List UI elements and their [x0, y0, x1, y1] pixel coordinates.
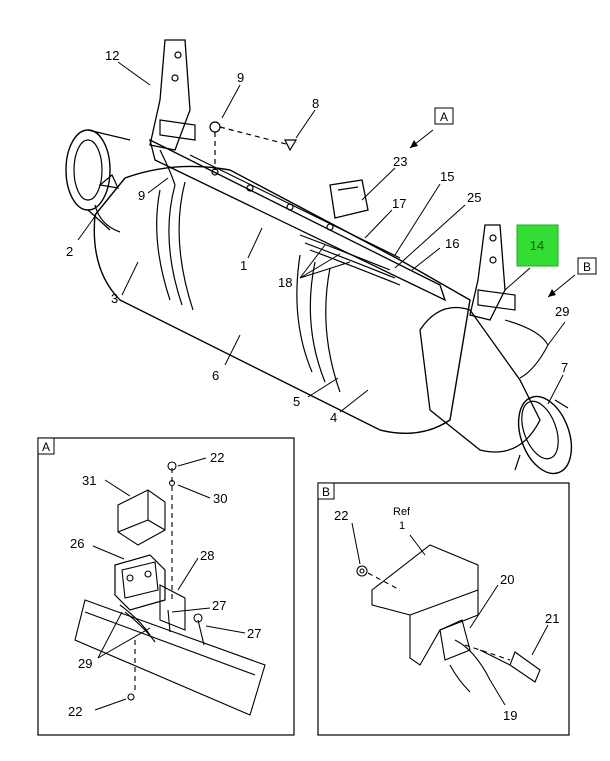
- bolt-21: [509, 651, 541, 683]
- callout-6: 6: [212, 368, 219, 383]
- detail-b-callout-20: 20: [500, 572, 514, 587]
- detail-a-callout-22-lower: 22: [68, 704, 82, 719]
- callout-9: 9: [237, 70, 244, 85]
- callout-1: 1: [240, 258, 247, 273]
- detail-a-callout-27: 27: [212, 598, 226, 613]
- detail-b-ref-number: 1: [399, 520, 405, 532]
- detail-a-callout-22: 22: [210, 450, 224, 465]
- detail-b-label: B: [322, 485, 330, 499]
- main-assembly: [65, 39, 573, 475]
- view-marker-a: A: [434, 107, 454, 125]
- clamp-2: [94, 204, 121, 233]
- detail-a-callout-27-lower: 27: [247, 626, 261, 641]
- callout-4: 4: [330, 410, 337, 425]
- sensor-module: [329, 179, 369, 219]
- callout-14[interactable]: 14: [530, 238, 544, 253]
- clip-20: [439, 619, 471, 661]
- view-marker-a-label: A: [440, 110, 448, 124]
- cover-31: [117, 489, 166, 546]
- callout-15: 15: [440, 169, 454, 184]
- detail-a-label: A: [42, 440, 50, 454]
- view-marker-b: B: [577, 257, 597, 275]
- wire-29: [504, 319, 549, 379]
- callouts-main: 12 9 8 9 2 3 1 23 17 15 25 16 18 6 5 4 2…: [66, 48, 569, 425]
- detail-b-callout-19: 19: [503, 708, 517, 723]
- detail-a-callout-29: 29: [78, 656, 92, 671]
- detail-a-callout-30: 30: [213, 491, 227, 506]
- callout-16: 16: [445, 236, 459, 251]
- inlet-flange: [65, 129, 111, 211]
- callout-18: 18: [278, 275, 292, 290]
- mount-bracket-front: [149, 39, 191, 151]
- bracket-rail: [149, 138, 447, 302]
- callout-25: 25: [467, 190, 481, 205]
- highlight-14[interactable]: 14: [516, 224, 559, 267]
- detail-a-callout-26: 26: [70, 536, 84, 551]
- callout-7: 7: [561, 360, 568, 375]
- callout-17: 17: [392, 196, 406, 211]
- callout-23: 23: [393, 154, 407, 169]
- detail-a-callout-28: 28: [200, 548, 214, 563]
- leader-lines: [77, 61, 576, 413]
- callout-9-tube: 9: [138, 188, 145, 203]
- callout-5: 5: [293, 394, 300, 409]
- callout-12: 12: [105, 48, 119, 63]
- view-marker-b-label: B: [583, 260, 591, 274]
- detail-a-callout-31: 31: [82, 473, 96, 488]
- detail-b-callout-21: 21: [545, 611, 559, 626]
- mount-plate: [74, 599, 266, 716]
- outlet-cone: [419, 306, 541, 453]
- callout-8: 8: [312, 96, 319, 111]
- ref-bracket: [371, 544, 479, 666]
- outlet-flange: [517, 395, 573, 475]
- callout-29: 29: [555, 304, 569, 319]
- detail-b-panel: B 22 Ref 1 20 21 19: [317, 482, 570, 736]
- detail-b-ref-text: Ref: [393, 506, 411, 518]
- detail-b-callout-22: 22: [334, 508, 348, 523]
- mount-bracket-rear: [469, 224, 506, 321]
- callout-2: 2: [66, 244, 73, 259]
- callout-3: 3: [111, 291, 118, 306]
- sensor-26: [114, 554, 166, 611]
- detail-a-panel: A: [37, 437, 295, 736]
